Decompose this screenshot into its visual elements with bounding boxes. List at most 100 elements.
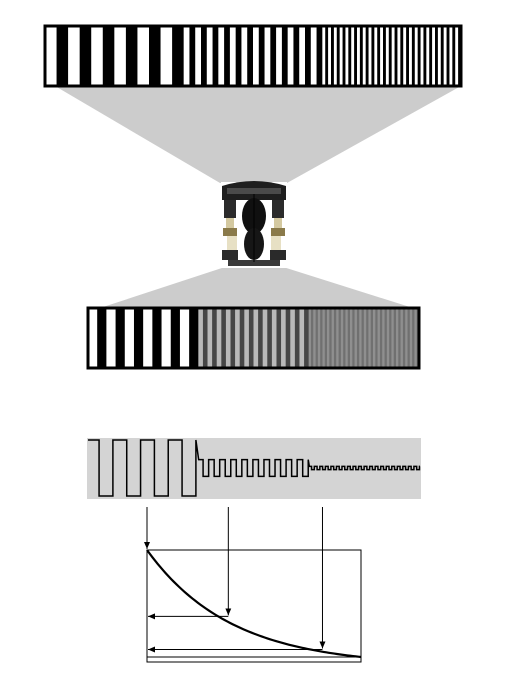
bar-stripe — [137, 26, 150, 86]
bar-stripe — [414, 308, 417, 368]
bar-stripe — [407, 308, 411, 368]
target-bar-pattern — [45, 26, 462, 86]
bar-stripe — [225, 308, 231, 368]
bar-stripe — [409, 26, 413, 86]
bar-stripe — [224, 26, 231, 86]
bar-stripe — [375, 308, 378, 368]
bar-stripe — [379, 308, 383, 368]
bar-stripe — [366, 308, 369, 368]
mtf-graph-frame — [146, 549, 362, 663]
bar-stripe — [241, 26, 248, 86]
bar-stripe — [347, 308, 351, 368]
bar-stripe — [102, 26, 115, 86]
bar-stripe — [160, 26, 173, 86]
bar-stripe — [276, 26, 283, 86]
bar-stripe — [88, 308, 98, 368]
bar-stripe — [443, 26, 447, 86]
bar-stripe — [239, 308, 245, 368]
bar-stripe — [429, 26, 433, 86]
bar-stripe — [345, 308, 349, 368]
bar-stripe — [68, 26, 80, 86]
bar-stripe — [452, 26, 456, 86]
bar-stripe — [258, 308, 263, 368]
bar-stripe — [348, 26, 352, 86]
bar-stripe — [368, 308, 372, 368]
bar-stripe — [380, 26, 384, 86]
bar-stripe — [437, 26, 442, 86]
bar-stripe — [247, 26, 254, 86]
bar-stripe — [201, 26, 208, 86]
mtf-curve — [146, 549, 362, 659]
bar-stripe — [340, 308, 344, 368]
bar-stripe — [281, 308, 286, 368]
bar-stripe — [357, 26, 361, 86]
bar-stripe — [45, 26, 57, 86]
bar-stripe — [304, 308, 309, 368]
bar-stripe — [420, 26, 424, 86]
bar-stripe — [253, 308, 259, 368]
bar-stripe — [435, 26, 439, 86]
bar-stripe — [374, 26, 378, 86]
bar-stripe — [253, 26, 260, 86]
bar-stripe — [207, 308, 213, 368]
bar-stripe — [385, 26, 390, 86]
bar-stripe — [336, 26, 340, 86]
bar-stripe — [170, 308, 181, 368]
camera-lens-cross-section-icon — [221, 181, 287, 268]
bar-stripe — [356, 308, 360, 368]
bar-stripe — [339, 26, 343, 86]
bar-stripe — [426, 26, 430, 86]
bar-stripe — [276, 308, 282, 368]
bar-stripe — [308, 308, 312, 368]
bar-stripe — [333, 308, 337, 368]
bar-stripe — [290, 308, 296, 368]
bar-stripe — [455, 26, 459, 86]
bar-stripe — [370, 308, 374, 368]
bar-stripe — [338, 308, 342, 368]
bar-stripe — [363, 308, 367, 368]
object-light-cone — [55, 86, 461, 183]
bar-stripe — [183, 26, 190, 86]
bar-stripe — [125, 26, 138, 86]
bar-stripe — [393, 308, 397, 368]
bar-stripe — [351, 26, 355, 86]
bar-stripe — [299, 308, 305, 368]
bar-stripe — [235, 308, 241, 368]
bar-stripe — [271, 308, 277, 368]
bar-stripe — [230, 308, 236, 368]
bar-stripe — [331, 308, 335, 368]
bar-stripe — [377, 26, 381, 86]
bar-stripe — [287, 26, 294, 86]
bar-stripe — [310, 26, 317, 86]
bar-stripe — [345, 26, 349, 86]
bar-stripe — [389, 308, 392, 368]
bar-stripe — [391, 308, 395, 368]
bar-stripe — [179, 308, 190, 368]
bar-stripe — [317, 308, 321, 368]
bar-stripe — [114, 26, 127, 86]
bar-stripe — [285, 308, 291, 368]
bar-stripe — [402, 308, 406, 368]
bar-stripe — [327, 308, 330, 368]
bar-stripe — [316, 26, 323, 86]
bar-stripe — [405, 308, 408, 368]
bar-stripe — [398, 308, 401, 368]
bar-stripe — [333, 26, 338, 86]
bar-stripe — [270, 26, 277, 86]
bar-stripe — [383, 26, 387, 86]
bar-stripe — [244, 308, 250, 368]
bar-stripe — [365, 26, 369, 86]
bar-stripe — [79, 26, 92, 86]
bar-stripe — [449, 26, 453, 86]
bar-stripe — [359, 26, 364, 86]
bar-stripe — [310, 308, 314, 368]
bar-stripe — [406, 26, 410, 86]
bar-stripe — [343, 308, 346, 368]
bar-stripe — [235, 26, 242, 86]
bar-stripe — [414, 26, 418, 86]
bar-stripe — [305, 26, 312, 86]
bar-stripe — [397, 26, 401, 86]
bar-stripe — [218, 26, 225, 86]
bar-stripe — [412, 308, 415, 368]
bar-stripe — [325, 26, 329, 86]
